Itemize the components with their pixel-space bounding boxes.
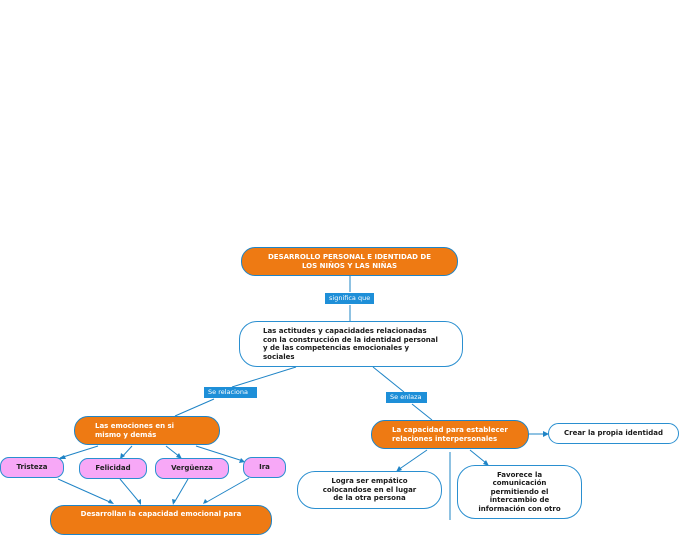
connector-felicidad-desarrollan	[119, 478, 141, 504]
arrowhead-desarrollan-3	[172, 499, 176, 505]
root-topic-node[interactable]: DESARROLLO PERSONAL E IDENTIDAD DE LOS N…	[241, 247, 458, 276]
actitudes-text: Las actitudes y capacidades relacionadas…	[263, 327, 438, 361]
arrowhead-identidad	[543, 431, 549, 437]
emotion-tristeza-text: Tristeza	[16, 463, 48, 472]
arrowhead-desarrollan-1	[108, 499, 114, 504]
connector-actitudes-relaciona	[231, 366, 297, 388]
connector-capacidad-comunicacion	[469, 449, 487, 464]
arrowhead-empatico	[396, 466, 402, 472]
connector-enlaza-capacidad	[411, 403, 433, 421]
comunicacion-node[interactable]: Favorece la comunicación permitiendo el …	[457, 465, 582, 519]
empatico-node[interactable]: Logra ser empático colocandose en el lug…	[297, 471, 442, 509]
root-topic-text: DESARROLLO PERSONAL E IDENTIDAD DE LOS N…	[267, 253, 432, 270]
link-label-enlaza: Se enlaza	[386, 392, 427, 403]
actitudes-node[interactable]: Las actitudes y capacidades relacionadas…	[239, 321, 463, 367]
connector-verguenza-desarrollan	[173, 478, 189, 504]
identidad-node[interactable]: Crear la propia identidad	[548, 423, 679, 444]
connector-relaciona-emociones	[174, 398, 215, 417]
connector-ira-desarrollan	[204, 477, 250, 504]
connector-lines	[57, 276, 549, 520]
arrowhead-desarrollan-2	[137, 499, 141, 505]
emotion-felicidad-text: Felicidad	[95, 464, 131, 473]
comunicacion-text: Favorece la comunicación permitiendo el …	[478, 470, 561, 513]
arrowhead-verguenza	[176, 453, 182, 459]
empatico-text: Logra ser empático colocandose en el lug…	[322, 477, 417, 503]
arrowhead-felicidad	[120, 453, 125, 459]
capacidad-relaciones-node[interactable]: La capacidad para establecer relaciones …	[371, 420, 529, 449]
emotion-verguenza-node[interactable]: Vergüenza	[155, 458, 229, 479]
connector-tristeza-desarrollan	[57, 478, 113, 504]
connector-emociones-tristeza	[59, 445, 99, 459]
connector-capacidad-empatico	[397, 449, 428, 471]
capacidad-relaciones-text: La capacidad para establecer relaciones …	[392, 426, 508, 443]
emotion-tristeza-node[interactable]: Tristeza	[0, 457, 64, 478]
emotion-verguenza-text: Vergüenza	[171, 464, 213, 473]
capacidad-emocional-node[interactable]: Desarrollan la capacidad emocional para	[50, 505, 272, 535]
mind-map-canvas: DESARROLLO PERSONAL E IDENTIDAD DE LOS N…	[0, 247, 679, 535]
emotion-ira-node[interactable]: Ira	[243, 457, 286, 478]
emotion-ira-text: Ira	[259, 463, 270, 472]
arrowhead-desarrollan-4	[203, 499, 208, 504]
link-label-relaciona: Se relaciona	[204, 387, 257, 398]
connector-actitudes-enlaza	[372, 366, 405, 393]
emociones-text: Las emociones en si mismo y demás	[95, 422, 175, 439]
arrowhead-comunicacion	[483, 460, 489, 466]
link-label-significa: significa que	[325, 293, 375, 304]
capacidad-emocional-text: Desarrollan la capacidad emocional para	[80, 510, 242, 518]
identidad-text: Crear la propia identidad	[564, 429, 663, 438]
connector-emociones-ira	[195, 445, 244, 462]
emotion-felicidad-node[interactable]: Felicidad	[79, 458, 147, 479]
emociones-node[interactable]: Las emociones en si mismo y demás	[74, 416, 220, 445]
